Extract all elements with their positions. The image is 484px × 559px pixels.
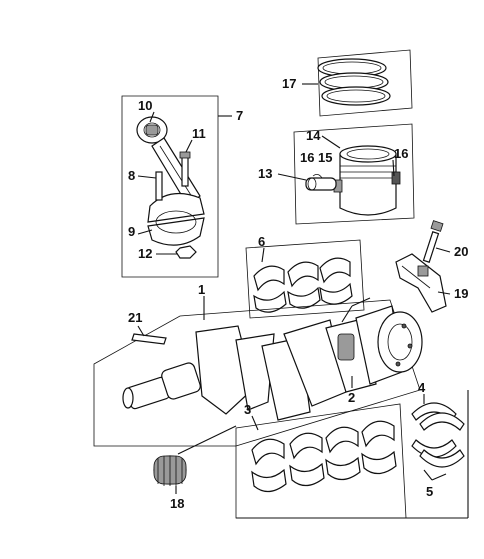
label-20: 20 — [454, 244, 468, 259]
label-13: 13 — [258, 166, 272, 181]
label-16-left: 16 — [300, 150, 314, 165]
leader-lines — [137, 83, 451, 494]
callout-labels: 17 14 16 15 16 13 7 10 11 8 9 12 6 20 19… — [128, 76, 468, 511]
label-21: 21 — [128, 310, 142, 325]
label-16-right: 16 — [394, 146, 408, 161]
label-5: 5 — [426, 484, 433, 499]
label-18: 18 — [170, 496, 184, 511]
label-10: 10 — [138, 98, 152, 113]
label-8: 8 — [128, 168, 135, 183]
label-12: 12 — [138, 246, 152, 261]
label-11: 11 — [192, 126, 206, 141]
label-14: 14 — [306, 128, 321, 143]
label-3: 3 — [244, 402, 251, 417]
crankshaft-gear — [153, 425, 237, 486]
thrust-washers — [411, 402, 465, 468]
piston-rings — [317, 49, 413, 117]
label-17: 17 — [282, 76, 296, 91]
label-2: 2 — [348, 390, 355, 405]
bearing-cap — [395, 253, 447, 313]
label-7: 7 — [236, 108, 243, 123]
label-15: 15 — [318, 150, 332, 165]
woodruff-key — [131, 333, 167, 345]
main-bearing-shells-lower — [235, 390, 469, 519]
connecting-rod-assembly — [121, 95, 219, 278]
label-4: 4 — [418, 380, 426, 395]
label-6: 6 — [258, 234, 265, 249]
cap-bolt — [422, 220, 444, 263]
label-9: 9 — [128, 224, 135, 239]
piston-assembly — [293, 123, 415, 225]
label-19: 19 — [454, 286, 468, 301]
crankshaft — [93, 297, 423, 447]
label-1: 1 — [198, 282, 205, 297]
